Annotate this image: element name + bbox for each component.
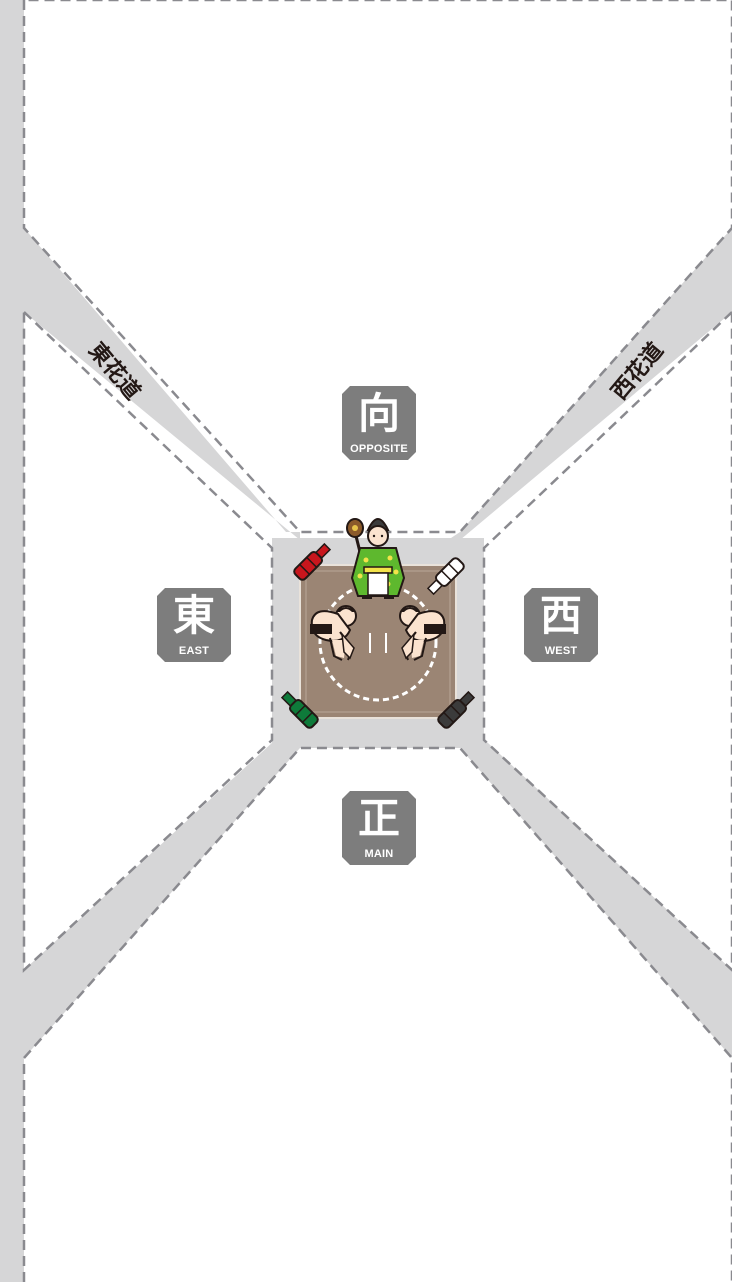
section-opposite-kanji: 向 <box>357 389 400 438</box>
north-seat-block[interactable] <box>22 0 732 534</box>
section-main[interactable]: 正 MAIN <box>342 791 416 865</box>
left-outer-aisle <box>0 0 24 1282</box>
section-east-kanji: 東 <box>172 591 215 640</box>
section-opposite-label: OPPOSITE <box>350 443 408 455</box>
section-west-label: WEST <box>544 645 578 657</box>
section-east-label: EAST <box>178 645 210 657</box>
section-opposite[interactable]: 向 OPPOSITE <box>342 386 416 460</box>
wrestler-east-icon <box>310 605 357 661</box>
seat-block-borders <box>22 0 732 1282</box>
tassel-white <box>426 557 465 596</box>
section-east[interactable]: 東 EAST <box>157 588 231 662</box>
sw-aisle[interactable] <box>24 730 300 1058</box>
west-seat-block[interactable] <box>482 310 732 972</box>
tassel-red <box>293 542 332 581</box>
section-main-label: MAIN <box>364 848 394 860</box>
section-main-kanji: 正 <box>357 794 400 843</box>
section-west[interactable]: 西 WEST <box>524 588 598 662</box>
tassel-black <box>437 690 476 729</box>
referee-gyoji-icon <box>346 518 406 599</box>
section-west-kanji: 西 <box>539 591 582 640</box>
tassel-green <box>280 690 319 729</box>
wrestler-west-icon <box>399 605 446 661</box>
east-seat-block[interactable] <box>22 309 274 973</box>
se-aisle[interactable] <box>460 730 732 1058</box>
